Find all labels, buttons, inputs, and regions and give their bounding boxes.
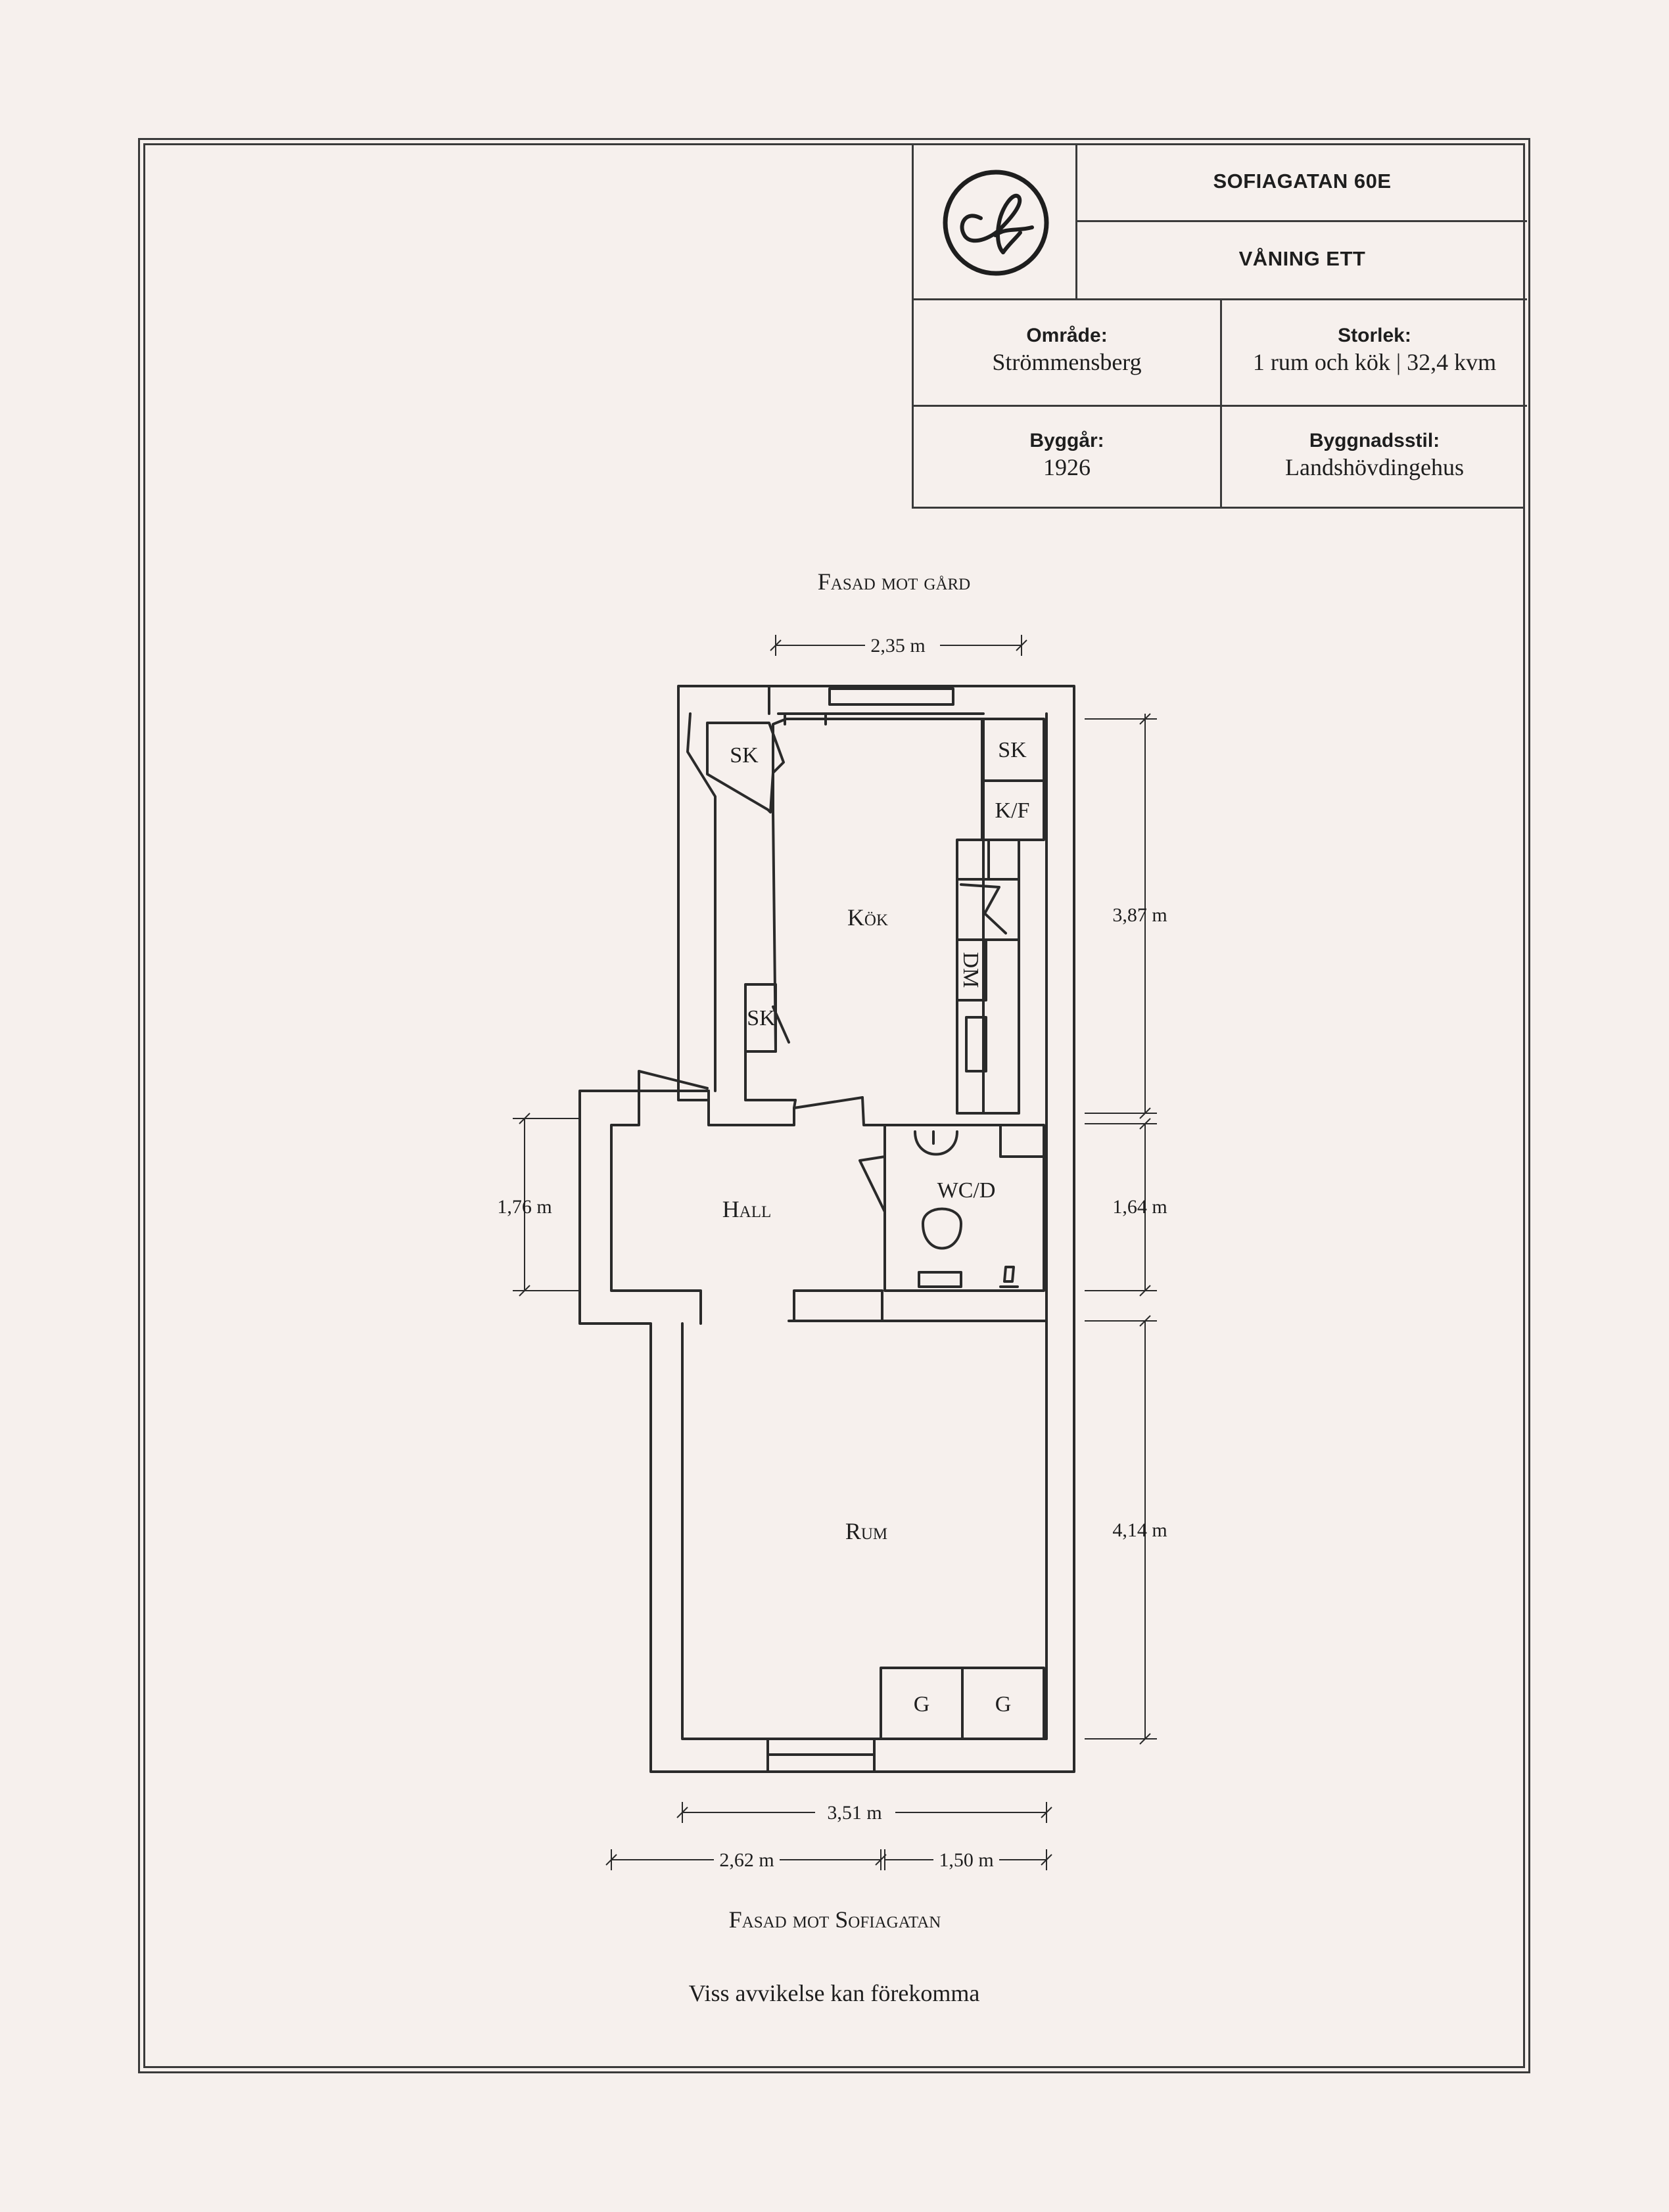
kitchen-top-wall	[768, 685, 985, 726]
logo-icon	[943, 170, 1049, 276]
inner-frame	[143, 143, 1525, 2068]
dim-line-hall	[513, 1113, 580, 1297]
wall-inner-right	[681, 712, 1048, 1740]
kitchen-window	[828, 687, 954, 706]
size-label: Storlek:	[1338, 325, 1411, 346]
dim-line-kitchen	[1085, 713, 1157, 1119]
label-wardrobe-kitchen-right: SK	[998, 738, 1027, 762]
label-dishwasher: DM	[958, 952, 983, 988]
dim-line-room-width	[676, 1802, 1052, 1823]
room-label-room: Rum	[845, 1518, 887, 1544]
year-label: Byggår:	[1029, 430, 1104, 451]
area-value: Strömmensberg	[992, 349, 1142, 375]
outer-wall	[578, 685, 1075, 1773]
room-label-hall: Hall	[722, 1196, 772, 1222]
label-wardrobe-room-2: G	[995, 1692, 1012, 1717]
dim-line-room	[1085, 1315, 1157, 1745]
title-block: SOFIAGATAN 60E VÅNING ETT Område: Strömm…	[912, 143, 1527, 509]
size-value: 1 rum och kök | 32,4 kvm	[1252, 349, 1497, 375]
washbasin	[914, 1130, 958, 1156]
dim-hall-depth: 1,76 m	[497, 1196, 552, 1218]
dim-kitchen-depth: 3,87 m	[1112, 904, 1167, 926]
dim-bottom-right: 1,50 m	[939, 1849, 993, 1871]
outer-frame	[138, 138, 1530, 2073]
area-label: Område:	[1026, 325, 1108, 346]
wardrobe-top-left	[706, 722, 785, 814]
dim-line-top	[770, 635, 1027, 656]
year-value: 1926	[1043, 454, 1091, 480]
floor-drain	[999, 1266, 1019, 1288]
address-heading: SOFIAGATAN 60E	[1213, 170, 1392, 193]
dim-bottom-left: 2,62 m	[719, 1849, 774, 1871]
dim-top-width: 2,35 m	[870, 635, 925, 657]
style-value: Landshövdingehus	[1285, 454, 1464, 480]
fridge-freezer	[981, 779, 1045, 841]
sink-box	[965, 1016, 987, 1072]
toilet	[918, 1207, 962, 1288]
label-wardrobe-kitchen-bottom: SK	[747, 1006, 776, 1030]
stove	[956, 878, 1020, 941]
room-window	[766, 1738, 876, 1773]
hall-entry-door	[638, 1070, 709, 1090]
label-wardrobe-kitchen-left: SK	[730, 743, 759, 768]
dim-line-bottom	[605, 1849, 1052, 1870]
dim-line-bath	[1085, 1118, 1157, 1297]
wardrobe-kitchen-bottom	[744, 983, 790, 1053]
kitchen-bottom-wall	[707, 1090, 886, 1126]
label-wardrobe-room-1: G	[914, 1692, 930, 1717]
facade-bottom-label: Fasad mot Sofiagatan	[728, 1906, 941, 1933]
room-label-kitchen: Kök	[847, 904, 888, 931]
bath-divider	[793, 1289, 883, 1322]
floor-heading: VÅNING ETT	[1238, 247, 1366, 270]
disclaimer-text: Viss avvikelse kan förekomma	[688, 1980, 980, 2006]
dishwasher-box	[956, 938, 987, 1002]
label-fridge-freezer: K/F	[995, 798, 1030, 823]
wall-inner-kitchen	[686, 712, 717, 1092]
room-label-bathroom: WC/D	[937, 1178, 996, 1203]
dim-bath-depth: 1,64 m	[1112, 1196, 1167, 1218]
style-label: Byggnadsstil:	[1309, 430, 1440, 451]
room-wardrobes	[880, 1667, 1045, 1740]
bath-wall-right	[999, 1124, 1045, 1158]
dim-room-width: 3,51 m	[827, 1802, 882, 1824]
wall-inner-hall	[610, 1084, 702, 1325]
dim-room-depth: 4,14 m	[1112, 1519, 1167, 1541]
facade-top-label: Fasad mot gård	[817, 568, 971, 595]
bathroom-walls	[858, 1124, 1045, 1292]
